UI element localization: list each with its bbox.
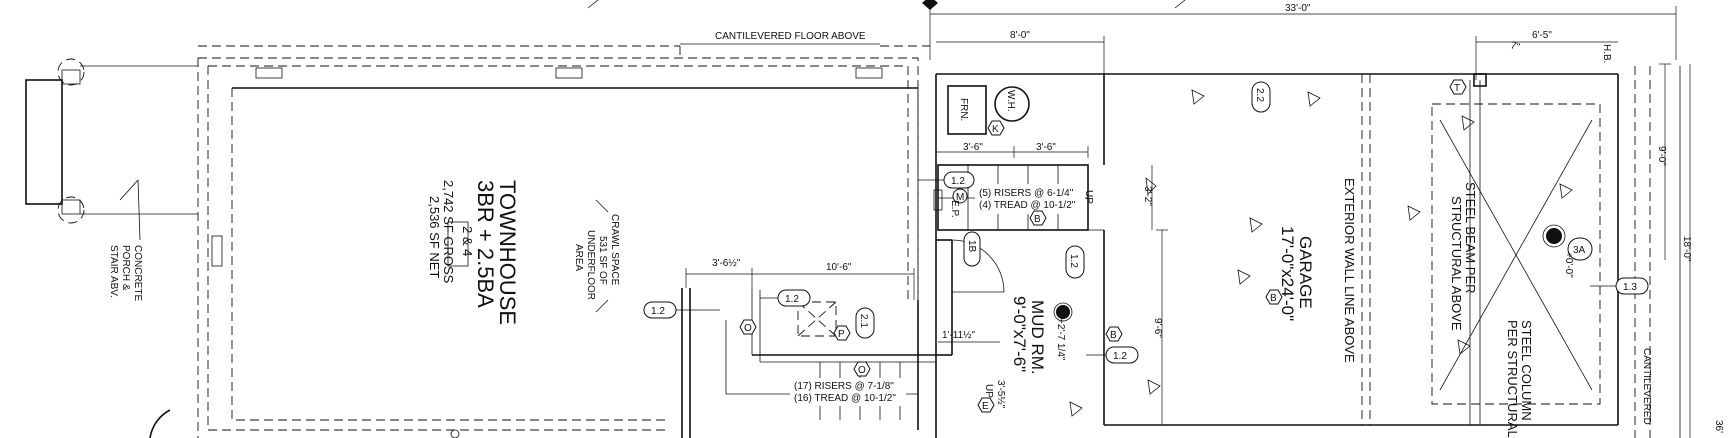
- porch: CONCRETE PORCH & STAIR ABV.: [25, 58, 198, 301]
- tag-1-2-a: 1.2: [918, 171, 975, 189]
- hex-b-3: B: [1270, 293, 1277, 304]
- porch-note-3: STAIR ABV.: [108, 245, 119, 298]
- lower-risers: (17) RISERS @ 7-1/8": [794, 381, 894, 392]
- lower-stair: (17) RISERS @ 7-1/8" (16) TREAD @ 10-1/2…: [681, 288, 995, 438]
- steel-column-note-2: PER STRUCTURAL: [1505, 320, 1520, 438]
- tag-1-2-c-label: 1.2: [1068, 254, 1079, 268]
- unit-name-2: 3BR + 2.5BA: [473, 180, 498, 308]
- tag-1b-label: 1B: [966, 240, 977, 253]
- hex-b-2: B: [1110, 330, 1117, 341]
- tag-3a-label: 3A: [1573, 245, 1586, 256]
- dim-6-5: 6'-5": [1532, 30, 1552, 41]
- crawl-note-4: AREA: [573, 244, 584, 272]
- porch-note-2: PORCH &: [120, 245, 131, 291]
- mud-room-elev: +2'-7 1/4": [1055, 318, 1066, 361]
- hex-o-1: O: [744, 323, 752, 334]
- upper-treads: (4) TREAD @ 10-1/2": [979, 200, 1076, 211]
- cantilever-note-label: CANTILEVERED FLOOR ABOVE: [715, 31, 866, 42]
- tag-1-2-a-label: 1.2: [951, 176, 965, 187]
- dim-3-6half: 3'-6½": [712, 258, 741, 269]
- hex-e: E: [982, 401, 989, 412]
- dim-3-6-b: 3'-6": [1036, 142, 1056, 153]
- tag-1-2-b-label: 1.2: [1113, 351, 1127, 362]
- tag-1-2-b: 1.2: [1086, 346, 1139, 364]
- unit-net: 2,536 SF NET: [427, 196, 442, 278]
- garage-label: GARAGE 17'-0"x24'-0" B: [1265, 226, 1315, 321]
- lower-stair-dir: UP: [983, 384, 994, 398]
- tag-2-2-label: 2.2: [1254, 88, 1265, 102]
- crawl-note: CRAWL SPACE 531 SF OF UNDERFLOOR AREA: [573, 199, 620, 313]
- unit-label: TOWNHOUSE 3BR + 2.5BA 2 & 4 2,742 SF GRO…: [427, 180, 520, 325]
- dim-7: 7": [1509, 40, 1521, 53]
- crawl-note-2: 531 SF OF: [597, 236, 608, 285]
- overall-dimension: 33'-0": [587, 0, 1677, 60]
- right-dims: 9'-0" 18'-0" 36' CANTILEVERED: [1641, 63, 1724, 438]
- garage-col-elev: +0'-0": [1563, 252, 1574, 278]
- hex-k: K: [992, 124, 999, 135]
- tag-2-1-label: 2.1: [858, 314, 869, 328]
- mud-room-name: MUD RM.: [1028, 300, 1047, 375]
- garage-name: GARAGE: [1296, 236, 1315, 309]
- upper-stair: 3'-6" 3'-6" (5) RISERS @ 6-1/4" (4) TREA…: [933, 142, 1094, 231]
- furnace-label: FRN.: [958, 98, 969, 121]
- tag-1-2-e-label: 1.2: [785, 294, 799, 305]
- crawl-note-1: CRAWL SPACE: [609, 214, 620, 286]
- steel-beam-note-2: STRUCTURAL ABOVE: [1449, 196, 1464, 331]
- cantilever-right: CANTILEVERED: [1641, 348, 1652, 425]
- dim-9-0: 9'-0": [1656, 146, 1667, 166]
- tag-1-3-label: 1.3: [1623, 282, 1637, 293]
- tag-2-2: 2.2: [1251, 81, 1271, 113]
- dim-9-6: 9'-6" 3'-2": [1142, 165, 1168, 425]
- mud-room: 1B MUD RM. 9'-0"x7'-6" +2'-7 1/4" B: [936, 231, 1123, 375]
- structure: STEEL BEAM PER STRUCTURAL ABOVE 3A +0'-0…: [1431, 80, 1601, 438]
- porch-note-1: CONCRETE: [132, 245, 143, 301]
- lower-dims: 3'-6½" 10'-6" 1'-11½" 3'-5½": [685, 258, 1006, 409]
- mechanical-room: FRN. W.H. K: [947, 85, 1030, 136]
- dim-3-5: 3'-5½": [995, 380, 1006, 409]
- overall-dim-label: 33'-0": [1285, 3, 1311, 14]
- dim-3-2-label: 3'-2": [1142, 186, 1153, 206]
- hex-m: M: [956, 192, 964, 203]
- unit-name-1: TOWNHOUSE: [495, 180, 520, 325]
- tag-1-2-c: 1.2: [1065, 245, 1085, 279]
- dim-10-6: 10'-6": [826, 262, 852, 273]
- upper-stair-dir: UP: [1083, 190, 1094, 204]
- tag-1-3: 1.3: [1590, 277, 1649, 295]
- dim-18-0: 18'-0": [1681, 236, 1692, 262]
- hex-b-1: B: [1034, 214, 1041, 225]
- ep-label: E.P.: [949, 200, 960, 218]
- tag-1-2-d-label: 1.2: [651, 306, 665, 317]
- hex-t: T: [1454, 83, 1460, 94]
- dim-8-0: 8'-0": [1010, 30, 1030, 41]
- garage-size: 17'-0"x24'-0": [1278, 226, 1297, 321]
- tag-1-2-d: 1.2: [643, 301, 720, 319]
- top-right-dims: 8'-0" 6'-5" 7" H.B. T: [936, 30, 1618, 95]
- tag-2-1: 2.1: [855, 307, 875, 339]
- cantilever-note: CANTILEVERED FLOOR ABOVE: [198, 31, 930, 58]
- lower-treads: (16) TREAD @ 10-1/2": [794, 393, 896, 404]
- hex-p: P: [838, 329, 845, 340]
- water-heater-label: W.H.: [1005, 90, 1016, 112]
- dim-hb: H.B.: [1601, 44, 1612, 63]
- mud-room-size: 9'-0"x7'-6": [1010, 296, 1029, 372]
- dim-9-6-label: 9'-6": [1152, 318, 1163, 338]
- dim-1-11: 1'-11½": [942, 330, 976, 341]
- exterior-wall-note: EXTERIOR WALL LINE ABOVE: [1342, 178, 1357, 363]
- unit-gross: 2,742 SF GROSS: [441, 180, 456, 284]
- tag-1-2-e: 1.2: [760, 289, 811, 307]
- dim-3-6-a: 3'-6": [963, 142, 983, 153]
- steel-column-note-1: STEEL COLUMN: [1519, 320, 1534, 421]
- dim-36: 36': [1713, 420, 1724, 433]
- unit-lot-tag: 2 & 4: [460, 226, 475, 256]
- steel-beam-note-1: STEEL BEAM PER: [1463, 182, 1478, 294]
- hex-o-2: O: [858, 365, 866, 376]
- crawl-note-3: UNDERFLOOR: [585, 230, 596, 300]
- upper-risers: (5) RISERS @ 6-1/4": [979, 188, 1074, 199]
- slope-markers: [1069, 89, 1573, 417]
- cantilever-outline: [197, 57, 919, 438]
- garage-block: [935, 66, 1681, 438]
